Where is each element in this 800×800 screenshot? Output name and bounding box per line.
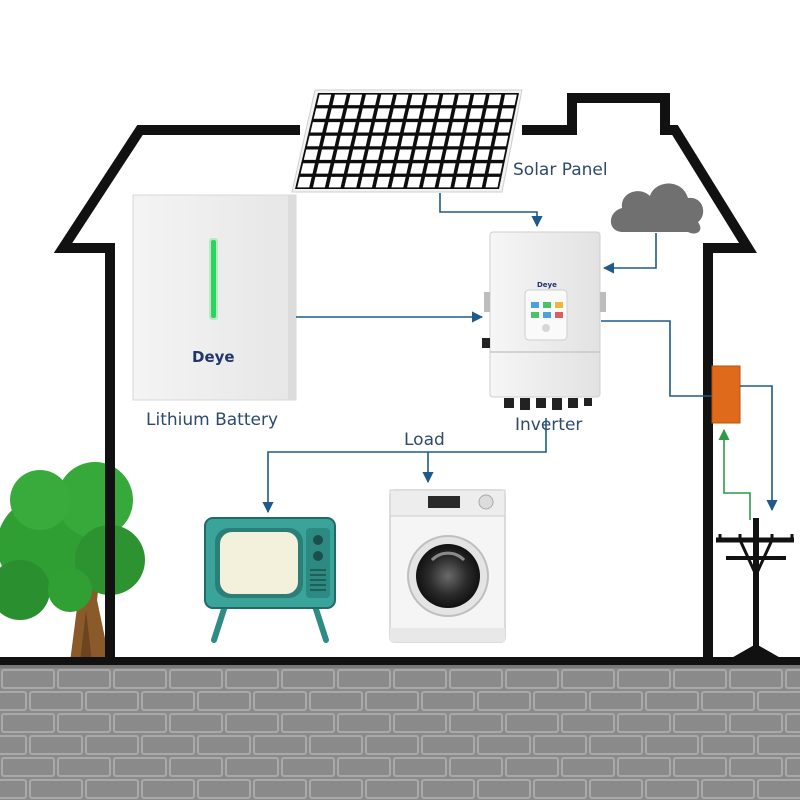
lithium-battery-label: Lithium Battery [146, 410, 279, 430]
ground-wall [0, 662, 800, 800]
meter-icon [711, 365, 741, 424]
house-floor [0, 657, 800, 665]
arrow-solar-to-inverter [439, 193, 543, 228]
inverter-brand-logo: Deye [537, 281, 557, 289]
load-label: Load [404, 430, 445, 450]
house-outline [53, 93, 757, 662]
arrow-inverter-to-tv [262, 418, 547, 514]
washing-machine-icon [389, 489, 506, 643]
solar-panel-label: Solar Panel [513, 160, 608, 180]
utility-pole-icon [716, 518, 794, 660]
solar-panel-icon [291, 89, 523, 193]
cloud-icon [610, 183, 704, 234]
tree-icon [0, 462, 145, 662]
battery-icon [132, 194, 297, 401]
arrow-grid-to-meter [718, 428, 751, 520]
arrow-inverter-to-meter [601, 320, 712, 397]
arrow-cloud-to-inverter [602, 233, 657, 274]
inverter-label: Inverter [515, 415, 583, 435]
arrow-meter-to-grid [740, 385, 778, 512]
battery-brand-logo: Deye [192, 348, 235, 366]
flow-arrows [262, 193, 778, 514]
tv-icon [204, 517, 336, 643]
inverter-icon [482, 231, 606, 410]
